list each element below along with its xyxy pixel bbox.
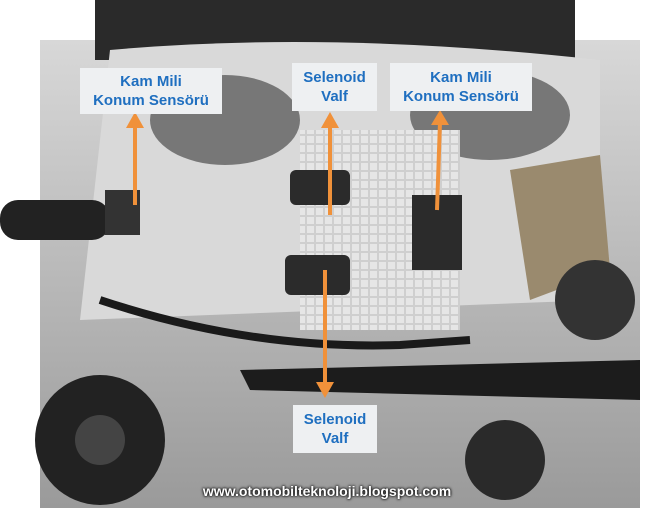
label-line: Kam Mili xyxy=(430,69,492,86)
label-solenoid-top: Selenoid Valf xyxy=(292,63,377,111)
label-line: Selenoid xyxy=(303,411,367,428)
hose xyxy=(0,200,110,240)
label-line: Konum Sensörü xyxy=(93,92,209,109)
solenoid-bottom xyxy=(285,255,350,295)
label-line: Kam Mili xyxy=(120,73,182,90)
bracket-bar xyxy=(240,360,640,400)
solenoid-top xyxy=(290,170,350,205)
wiring-harness xyxy=(98,296,471,350)
watermark: www.otomobilteknoloji.blogspot.com xyxy=(202,483,452,499)
label-line: Konum Sensörü xyxy=(403,88,519,105)
tensioner-pulley xyxy=(465,420,545,500)
arrows xyxy=(126,110,449,398)
label-line: Valf xyxy=(321,430,349,447)
label-cam-sensor-right: Kam Mili Konum Sensörü xyxy=(390,63,532,111)
label-line: Valf xyxy=(321,88,348,105)
pipe-outlet xyxy=(555,260,635,340)
label-line: Selenoid xyxy=(303,69,366,86)
label-solenoid-bottom: Selenoid Valf xyxy=(293,405,377,453)
label-cam-sensor-left: Kam Mili Konum Sensörü xyxy=(80,68,222,114)
